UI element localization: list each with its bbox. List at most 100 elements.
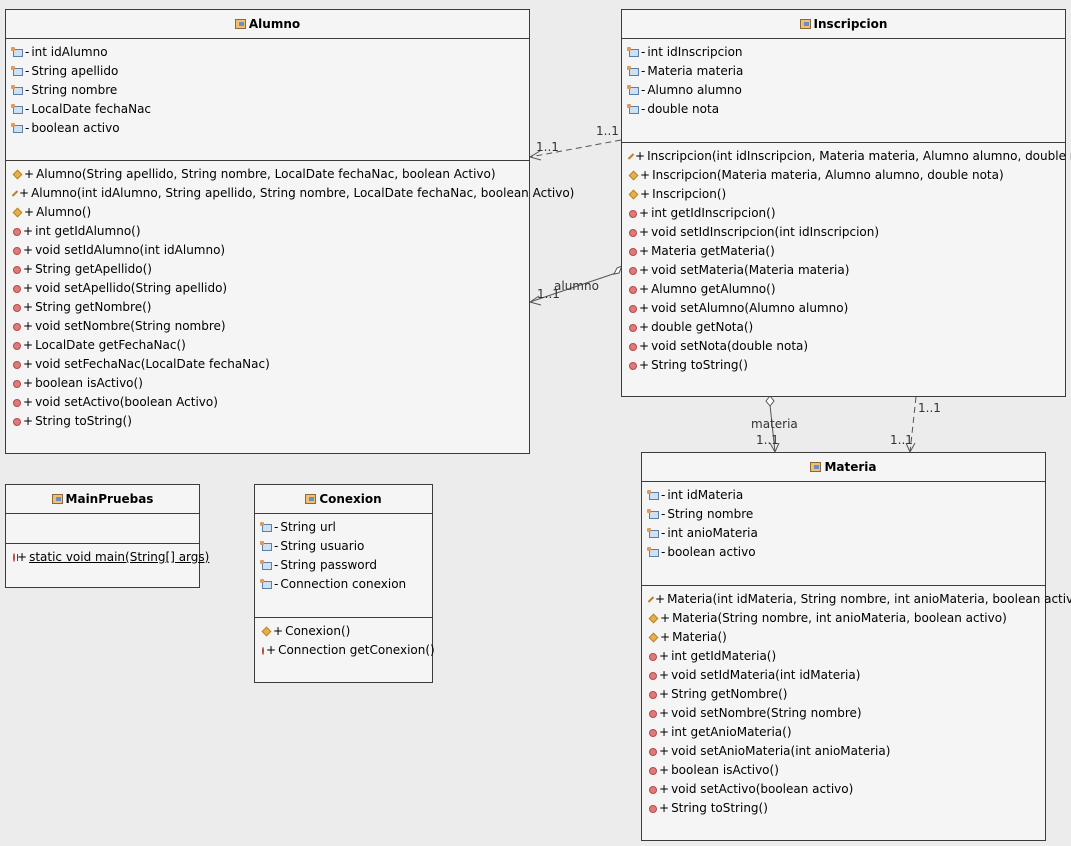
method-row[interactable]: +String toString() xyxy=(6,412,529,431)
constructor-row[interactable]: +Conexion() xyxy=(255,622,432,641)
class-title: Materia xyxy=(642,453,1045,482)
attribute-row[interactable]: -String apellido xyxy=(6,62,529,81)
constructor-row[interactable]: +Inscripcion(int idInscripcion, Materia … xyxy=(622,147,1071,166)
method-row[interactable]: +String toString() xyxy=(642,799,1045,818)
method-row[interactable]: +void setNombre(String nombre) xyxy=(642,704,1045,723)
visibility-marker: + xyxy=(639,244,650,258)
association-role-alumno: alumno xyxy=(554,279,599,293)
method-row[interactable]: +int getIdInscripcion() xyxy=(622,204,1065,223)
method-row[interactable]: +String toString() xyxy=(622,356,1065,375)
method-row[interactable]: +void setApellido(String apellido) xyxy=(6,279,529,298)
attribute-row[interactable]: -int idInscripcion xyxy=(622,43,1065,62)
constructor-row[interactable]: +Inscripcion(Materia materia, Alumno alu… xyxy=(622,166,1065,185)
constructor-row[interactable]: +Materia(int idMateria, String nombre, i… xyxy=(642,590,1071,609)
attribute-text: double nota xyxy=(647,102,720,116)
visibility-marker: + xyxy=(660,630,671,644)
association-alumno[interactable] xyxy=(529,272,617,303)
class-icon xyxy=(799,19,811,29)
visibility-marker: + xyxy=(23,262,34,276)
method-icon xyxy=(13,303,21,312)
visibility-marker: + xyxy=(639,301,650,315)
method-row[interactable]: +int getAnioMateria() xyxy=(642,723,1045,742)
method-icon xyxy=(629,209,637,218)
attribute-row[interactable]: -boolean activo xyxy=(642,543,1045,562)
method-row[interactable]: +String getNombre() xyxy=(642,685,1045,704)
method-row[interactable]: +void setNombre(String nombre) xyxy=(6,317,529,336)
method-row[interactable]: +double getNota() xyxy=(622,318,1065,337)
association-mult-alumno: 1..1 xyxy=(537,287,560,301)
dependency-arrowhead-alumno xyxy=(528,150,542,161)
method-row[interactable]: +int getIdAlumno() xyxy=(6,222,529,241)
method-row[interactable]: +void setFechaNac(LocalDate fechaNac) xyxy=(6,355,529,374)
visibility-marker: + xyxy=(19,186,30,200)
dependency-dst-mult: 1..1 xyxy=(536,140,559,154)
method-row[interactable]: +boolean isActivo() xyxy=(6,374,529,393)
attribute-row[interactable]: -boolean activo xyxy=(6,119,529,138)
attributes-section: -String url-String usuario-String passwo… xyxy=(255,514,432,618)
attribute-row[interactable]: -String password xyxy=(255,556,432,575)
method-icon xyxy=(629,228,637,237)
constructor-row[interactable]: +Alumno() xyxy=(6,203,529,222)
class-inscripcion[interactable]: Inscripcion -int idInscripcion-Materia m… xyxy=(621,9,1071,397)
method-icon xyxy=(629,323,637,332)
visibility-marker: + xyxy=(23,414,34,428)
attribute-row[interactable]: -String nombre xyxy=(6,81,529,100)
class-materia[interactable]: Materia -int idMateria-String nombre-int… xyxy=(641,452,1071,841)
method-row[interactable]: +Materia getMateria() xyxy=(622,242,1065,261)
method-row[interactable]: +int getIdMateria() xyxy=(642,647,1045,666)
method-row[interactable]: +boolean isActivo() xyxy=(642,761,1045,780)
attribute-row[interactable]: -LocalDate fechaNac xyxy=(6,100,529,119)
dependency-dst-mult-materia: 1..1 xyxy=(890,433,913,447)
attribute-row[interactable]: -Alumno alumno xyxy=(622,81,1065,100)
method-row[interactable]: +void setIdAlumno(int idAlumno) xyxy=(6,241,529,260)
attribute-row[interactable]: -int idMateria xyxy=(642,486,1045,505)
attribute-row[interactable]: -String nombre xyxy=(642,505,1045,524)
association-materia[interactable] xyxy=(769,404,776,453)
attribute-row[interactable]: -Connection conexion xyxy=(255,575,432,594)
method-row[interactable]: +String getNombre() xyxy=(6,298,529,317)
operation-text: Conexion() xyxy=(285,624,351,638)
method-icon xyxy=(629,361,637,370)
method-row[interactable]: +LocalDate getFechaNac() xyxy=(6,336,529,355)
visibility-marker: + xyxy=(23,224,34,238)
attribute-row[interactable]: -int anioMateria xyxy=(642,524,1045,543)
method-row[interactable]: +void setActivo(boolean Activo) xyxy=(6,393,529,412)
attribute-text: String nombre xyxy=(31,83,118,97)
attribute-row[interactable]: -String url xyxy=(255,518,432,537)
class-title: Inscripcion xyxy=(622,10,1065,39)
attribute-text: int idInscripcion xyxy=(647,45,743,59)
method-row[interactable]: +void setNota(double nota) xyxy=(622,337,1065,356)
attribute-row[interactable]: -double nota xyxy=(622,100,1065,119)
class-conexion[interactable]: Conexion -String url-String usuario-Stri… xyxy=(254,484,435,683)
method-row[interactable]: +static void main(String[] args) xyxy=(6,548,209,567)
constructor-row[interactable]: +Materia() xyxy=(642,628,1045,647)
constructor-row[interactable]: +Alumno(int idAlumno, String apellido, S… xyxy=(6,184,574,203)
class-mainpruebas[interactable]: MainPruebas +static void main(String[] a… xyxy=(5,484,209,588)
visibility-marker: + xyxy=(23,338,34,352)
constructor-row[interactable]: +Inscripcion() xyxy=(622,185,1065,204)
method-row[interactable]: +void setMateria(Materia materia) xyxy=(622,261,1065,280)
method-row[interactable]: +void setActivo(boolean activo) xyxy=(642,780,1045,799)
field-icon xyxy=(11,122,23,133)
attribute-row[interactable]: -String usuario xyxy=(255,537,432,556)
method-icon xyxy=(629,285,637,294)
method-row[interactable]: +void setAlumno(Alumno alumno) xyxy=(622,299,1065,318)
visibility-marker: + xyxy=(655,592,666,606)
method-row[interactable]: +void setAnioMateria(int anioMateria) xyxy=(642,742,1045,761)
dependency-inscripcion-alumno[interactable] xyxy=(529,139,622,158)
method-row[interactable]: +String getApellido() xyxy=(6,260,529,279)
attribute-row[interactable]: -Materia materia xyxy=(622,62,1065,81)
method-row[interactable]: +void setIdInscripcion(int idInscripcion… xyxy=(622,223,1065,242)
method-row[interactable]: +Alumno getAlumno() xyxy=(622,280,1065,299)
method-row[interactable]: +Connection getConexion() xyxy=(255,641,435,660)
operation-text: Inscripcion(int idInscripcion, Materia m… xyxy=(647,149,1071,163)
visibility-marker: - xyxy=(274,558,279,572)
constructor-row[interactable]: +Materia(String nombre, int anioMateria,… xyxy=(642,609,1045,628)
attribute-row[interactable]: -int idAlumno xyxy=(6,43,529,62)
method-row[interactable]: +void setIdMateria(int idMateria) xyxy=(642,666,1045,685)
method-icon xyxy=(649,709,657,718)
class-alumno[interactable]: Alumno -int idAlumno-String apellido-Str… xyxy=(5,9,574,454)
method-icon xyxy=(13,360,21,369)
visibility-marker: - xyxy=(274,577,279,591)
constructor-row[interactable]: +Alumno(String apellido, String nombre, … xyxy=(6,165,529,184)
